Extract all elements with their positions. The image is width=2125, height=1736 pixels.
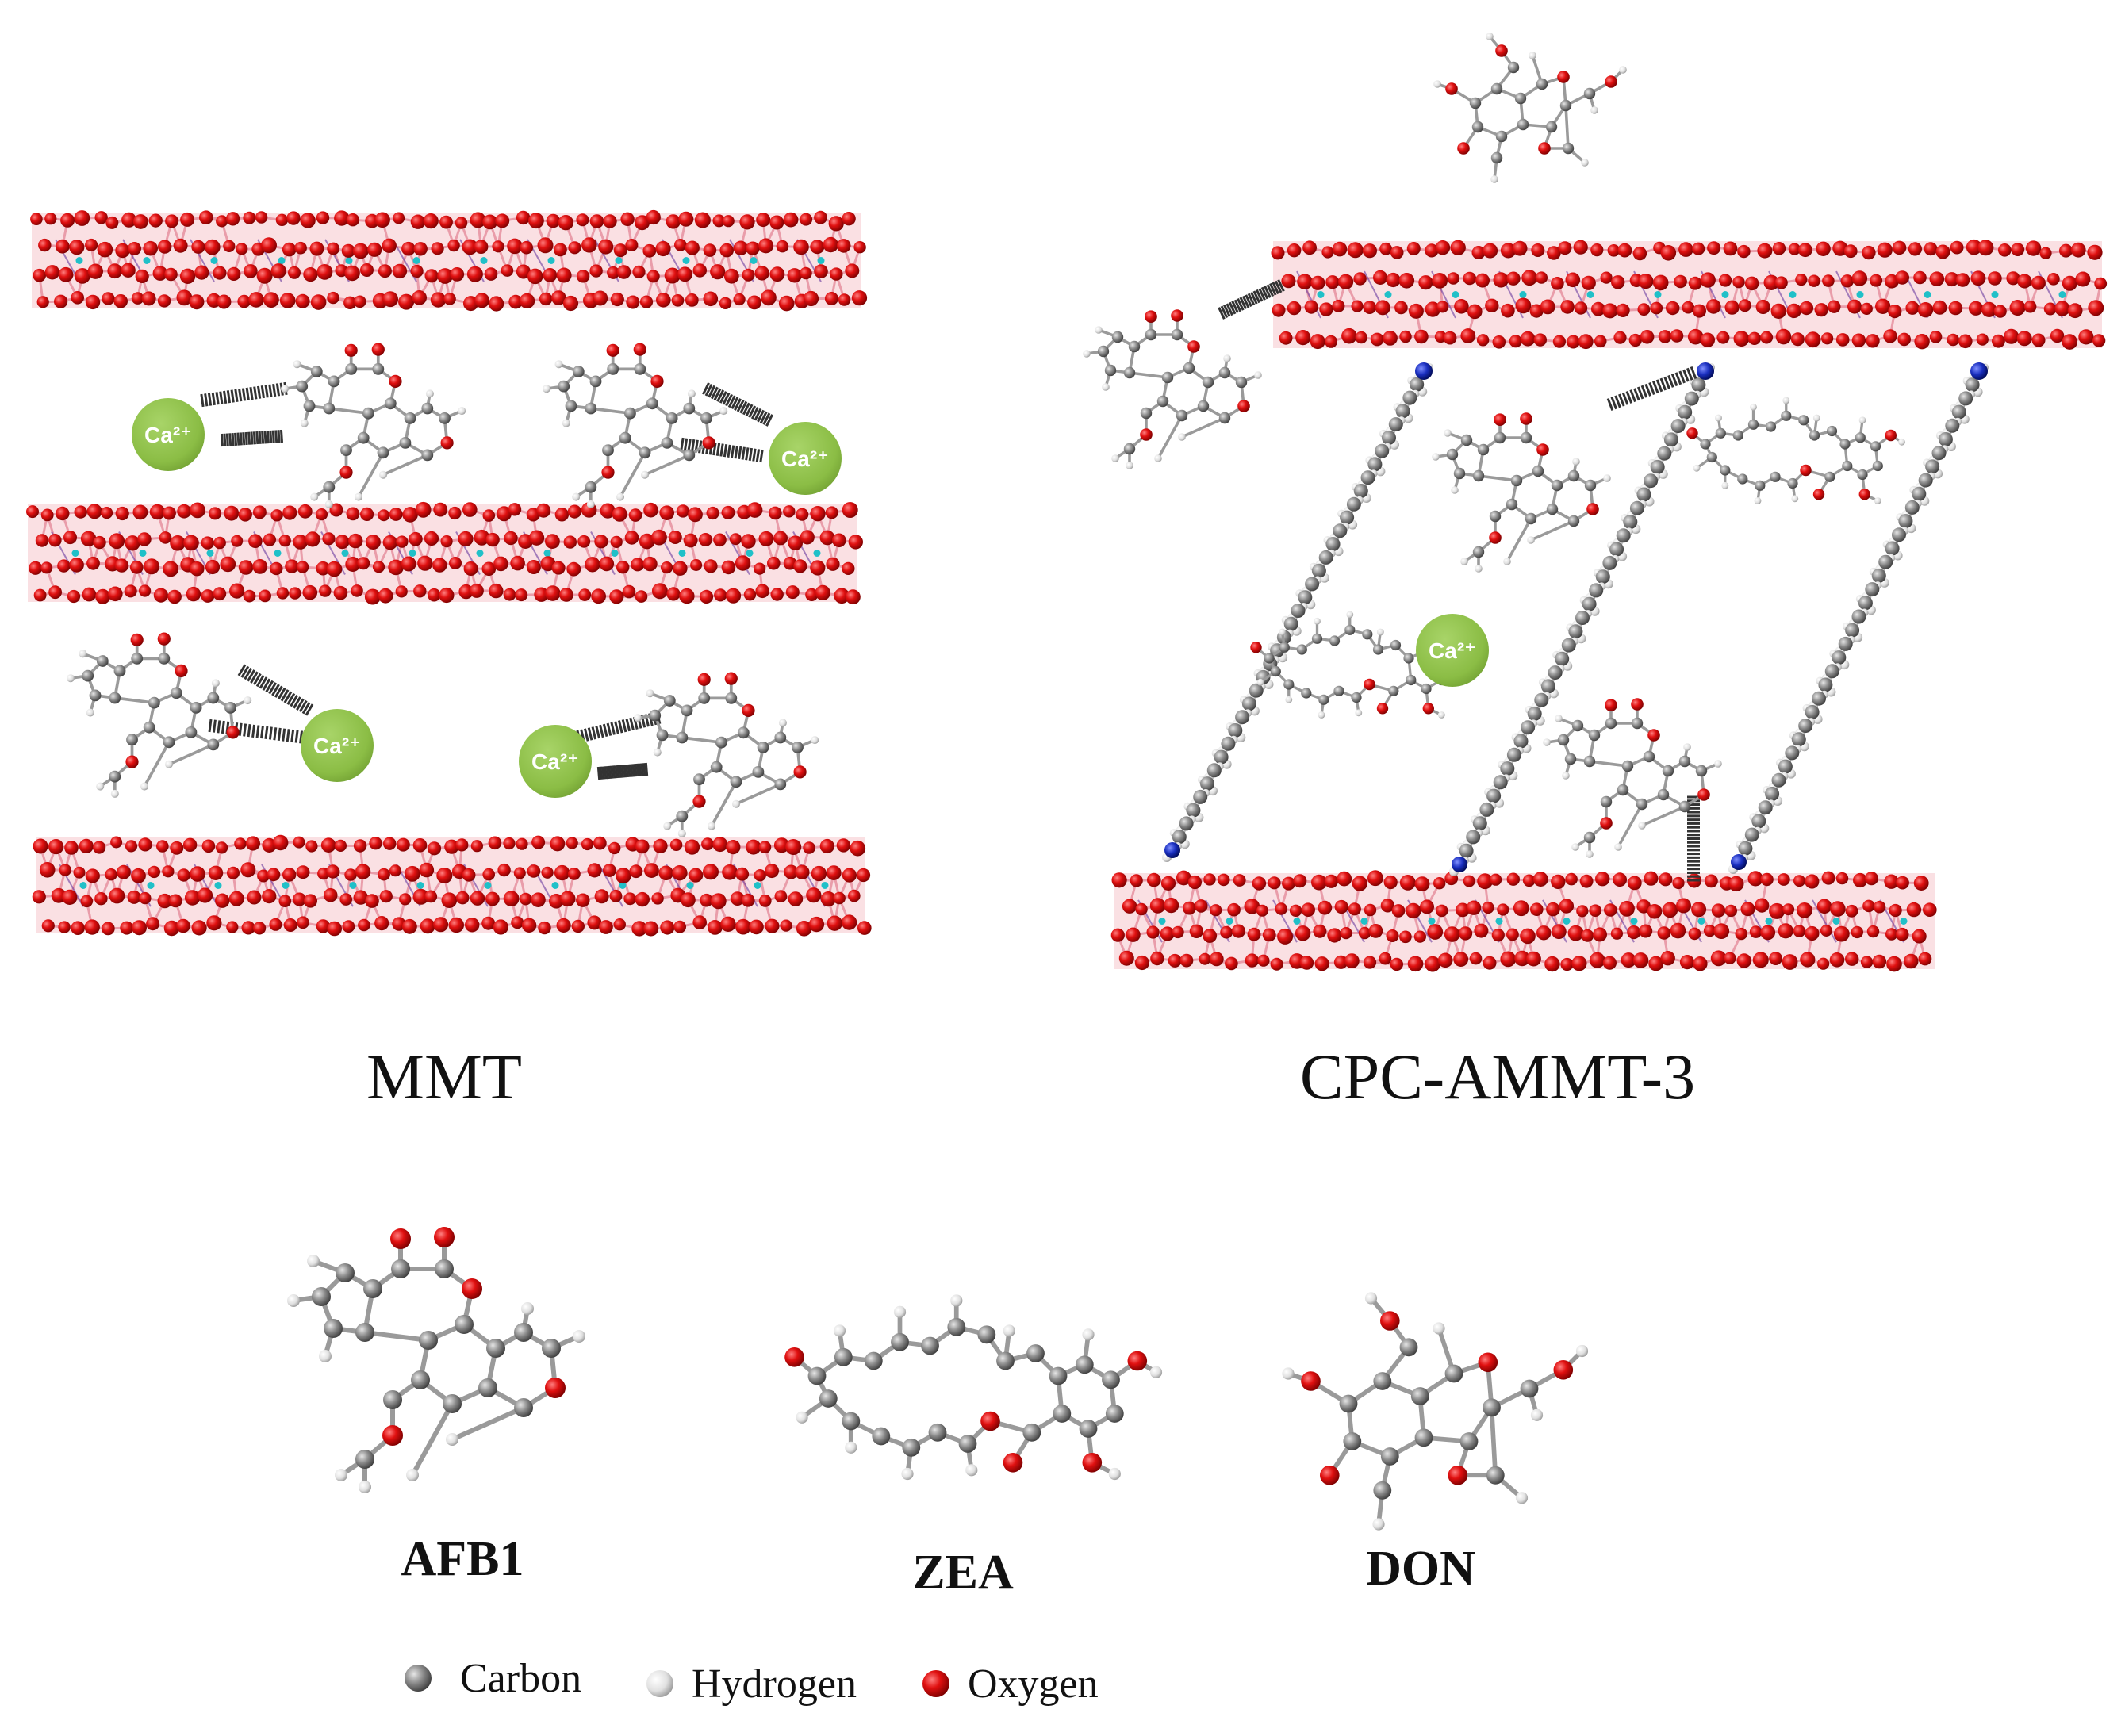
surfactant-chain-2 — [1449, 362, 1715, 876]
hbond-mmt-6 — [208, 719, 308, 745]
calcium-ion-mmt-1: Ca²⁺ — [132, 398, 205, 471]
cpc-afb1-outside — [1083, 309, 1262, 469]
hbond-mmt-5 — [237, 664, 314, 716]
legend-oxygen-swatch — [922, 1670, 949, 1697]
mmt-clay-layer-top — [30, 209, 868, 312]
molecule-label-don: DON — [1366, 1542, 1475, 1596]
hbond-mmt-3 — [702, 382, 773, 427]
cpc-zea-right — [1686, 397, 1905, 504]
zea-structure — [784, 1294, 1163, 1481]
hbond-mmt-1 — [200, 381, 288, 408]
mmt-afb1-upper-left — [281, 343, 466, 508]
legend-oxygen-label: Oxygen — [968, 1661, 1099, 1707]
cpc-don-outside — [1433, 33, 1627, 183]
mmt-clay-layer-middle — [26, 501, 864, 605]
molecule-structures — [287, 1227, 1589, 1531]
panel-title-cpc-ammt: CPC-AMMT-3 — [1300, 1040, 1695, 1113]
afb1-structure — [287, 1227, 585, 1493]
surfactant-chain-3 — [1728, 362, 1989, 874]
legend-carbon-swatch — [405, 1665, 432, 1692]
calcium-ion-label: Ca²⁺ — [531, 749, 579, 774]
hbond-mmt-8 — [596, 762, 649, 780]
hbond-cpc-3 — [1687, 795, 1700, 882]
panel-title-mmt: MMT — [366, 1040, 522, 1113]
cpc-afb1-lower — [1543, 698, 1722, 858]
calcium-ion-mmt-4: Ca²⁺ — [519, 725, 592, 798]
legend: Carbon Hydrogen Oxygen — [405, 1656, 1099, 1707]
clay-layers — [26, 209, 2108, 972]
legend-hydrogen-label: Hydrogen — [692, 1661, 857, 1707]
cpc-afb1-interlayer — [1432, 412, 1611, 573]
calcium-ion-mmt-2: Ca²⁺ — [769, 422, 842, 495]
calcium-ions: Ca²⁺ Ca²⁺ Ca²⁺ Ca²⁺ Ca²⁺ — [132, 398, 1489, 798]
hbond-cpc-1 — [1218, 279, 1285, 320]
hbond-mmt-2 — [220, 429, 284, 447]
calcium-ion-label: Ca²⁺ — [781, 446, 829, 471]
molecule-label-afb1: AFB1 — [401, 1532, 524, 1586]
legend-hydrogen-swatch — [646, 1670, 673, 1697]
hbond-cpc-2 — [1606, 366, 1697, 412]
calcium-ion-cpc: Ca²⁺ — [1416, 614, 1489, 687]
calcium-ion-label: Ca²⁺ — [1429, 638, 1476, 663]
cpc-clay-layer-top — [1271, 239, 2108, 350]
calcium-ion-label: Ca²⁺ — [313, 734, 361, 758]
calcium-ion-mmt-3: Ca²⁺ — [301, 709, 374, 782]
molecule-label-zea: ZEA — [912, 1546, 1014, 1600]
cpc-clay-layer-bottom — [1110, 870, 1937, 972]
mmt-afb1-upper-right — [543, 343, 728, 508]
legend-carbon-label: Carbon — [460, 1656, 581, 1701]
calcium-ion-label: Ca²⁺ — [144, 423, 192, 447]
mmt-clay-layer-bottom — [32, 834, 872, 937]
mmt-afb1-lower-right — [634, 672, 819, 837]
mmt-afb1-lower-left — [67, 632, 252, 798]
surfactant-chain-1 — [1162, 362, 1433, 862]
surfactant-chains — [1162, 362, 1989, 876]
don-structure — [1282, 1292, 1589, 1531]
